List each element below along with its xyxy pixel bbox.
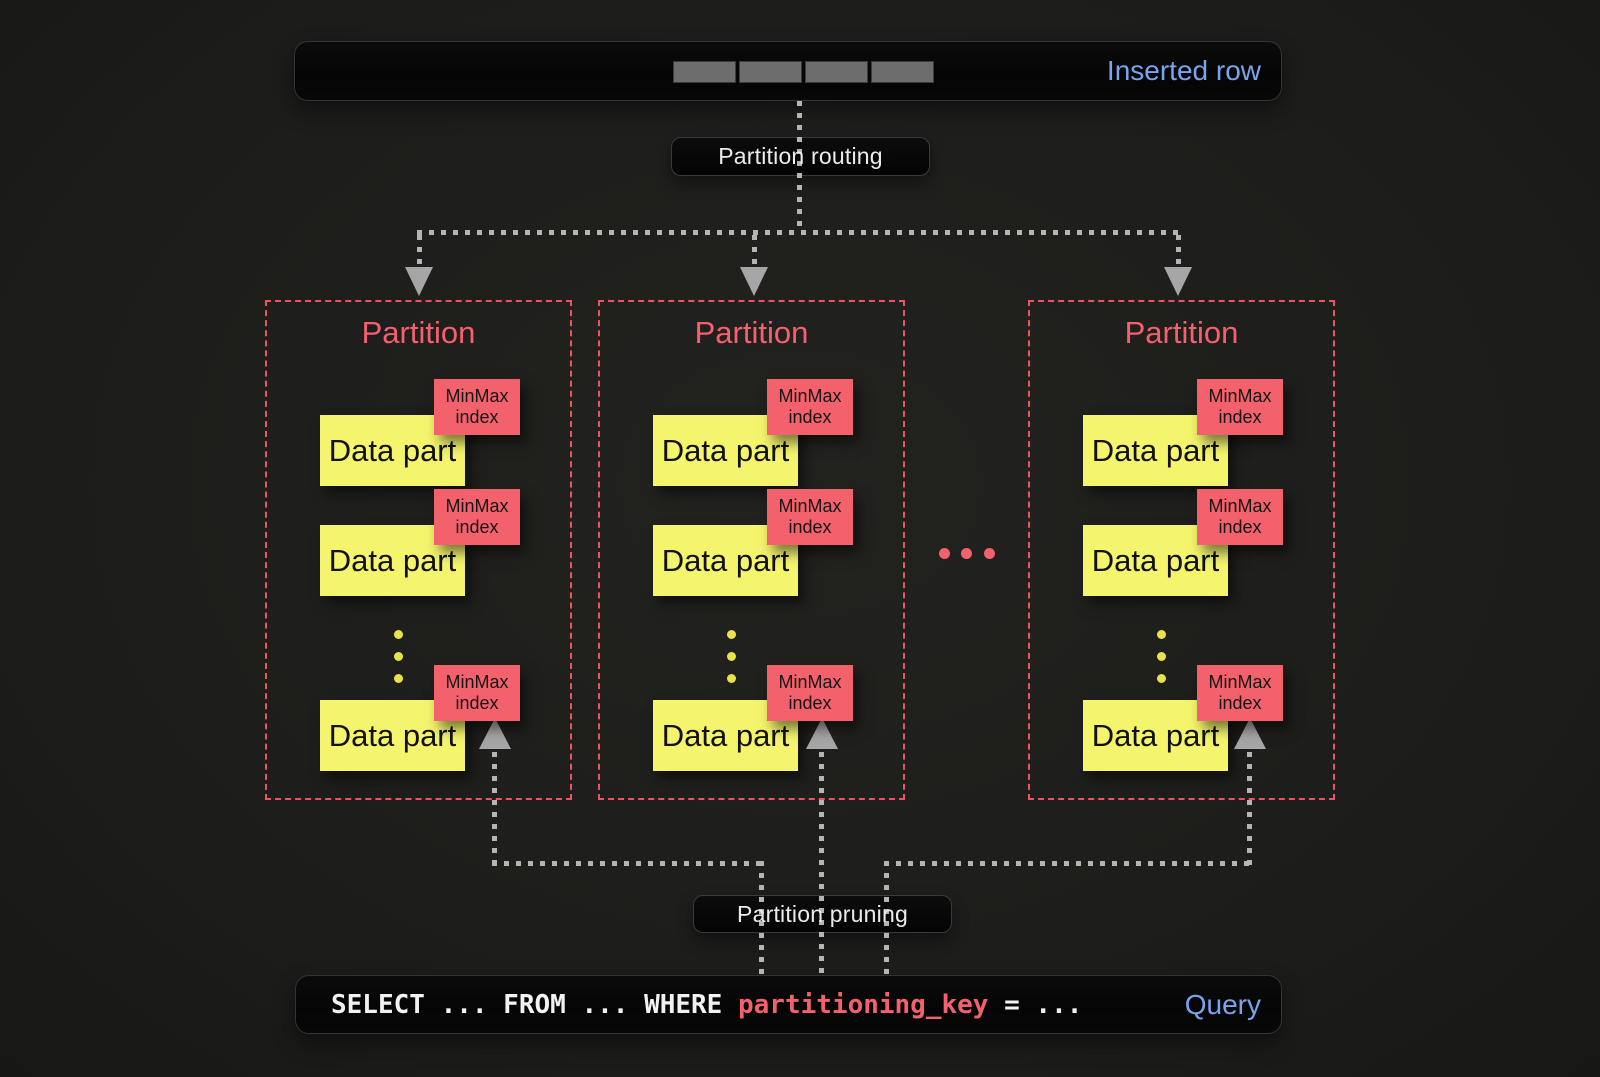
- partition-box: Partition MinMax index Data part MinMax …: [265, 300, 572, 800]
- arrow-down-icon: [1164, 267, 1192, 296]
- branch-line-left: [417, 235, 422, 269]
- partition-title: Partition: [1124, 315, 1239, 350]
- pruning-line-left: [492, 861, 767, 866]
- sql-partitioning-key: partitioning_key: [738, 989, 989, 1020]
- minmax-index-tag: MinMax index: [767, 489, 853, 545]
- horizontal-ellipsis-dots: [961, 548, 972, 559]
- vertical-ellipsis-dots: [727, 630, 736, 639]
- minmax-index-tag: MinMax index: [1197, 489, 1283, 545]
- inserted-row-segments-icon: [673, 61, 934, 83]
- data-part-box: Data part: [320, 415, 465, 486]
- inserted-row-label: Inserted row: [1106, 55, 1261, 86]
- vertical-ellipsis-dots: [727, 674, 736, 683]
- minmax-index-tag: MinMax index: [434, 665, 520, 721]
- partition-box: Partition MinMax index Data part MinMax …: [598, 300, 905, 800]
- horizontal-ellipsis-dots: [939, 548, 950, 559]
- minmax-index-tag: MinMax index: [1197, 665, 1283, 721]
- partition-pruning-label: Partition pruning: [737, 900, 908, 927]
- partition-title: Partition: [361, 315, 476, 350]
- arrow-down-icon: [740, 267, 768, 296]
- partition-title: Partition: [694, 315, 809, 350]
- minmax-index-tag: MinMax index: [767, 665, 853, 721]
- vertical-ellipsis-dots: [1157, 674, 1166, 683]
- pruning-line-right: [884, 861, 1252, 866]
- row-segment: [871, 61, 934, 83]
- branch-line-right: [1176, 235, 1181, 269]
- vertical-ellipsis-dots: [394, 630, 403, 639]
- vertical-ellipsis-dots: [1157, 652, 1166, 661]
- arrow-up-icon: [806, 718, 838, 749]
- vertical-ellipsis-dots: [394, 674, 403, 683]
- branch-line-middle: [752, 235, 757, 269]
- sql-prefix: SELECT ... FROM ... WHERE: [331, 989, 738, 1020]
- arrow-up-icon: [1234, 718, 1266, 749]
- row-segment: [805, 61, 868, 83]
- sql-statement: SELECT ... FROM ... WHERE partitioning_k…: [331, 976, 1082, 1033]
- vertical-ellipsis-dots: [394, 652, 403, 661]
- pruning-line-left: [759, 861, 764, 975]
- row-segment: [673, 61, 736, 83]
- partition-routing-label: Partition routing: [718, 143, 883, 169]
- pruning-line-middle: [819, 752, 824, 975]
- query-label: Query: [1184, 988, 1261, 1020]
- query-box: SELECT ... FROM ... WHERE partitioning_k…: [295, 975, 1282, 1034]
- minmax-index-tag: MinMax index: [434, 379, 520, 435]
- vertical-ellipsis-dots: [727, 652, 736, 661]
- pruning-line-left: [492, 752, 497, 866]
- minmax-index-tag: MinMax index: [1197, 379, 1283, 435]
- arrow-down-icon: [405, 267, 433, 296]
- row-segment: [739, 61, 802, 83]
- horizontal-ellipsis-dots: [984, 548, 995, 559]
- partition-box: Partition MinMax index Data part MinMax …: [1028, 300, 1335, 800]
- minmax-index-tag: MinMax index: [767, 379, 853, 435]
- data-part-box: Data part: [1083, 525, 1228, 596]
- pruning-line-right: [884, 861, 889, 975]
- minmax-index-tag: MinMax index: [434, 489, 520, 545]
- inserted-row-box: Inserted row: [294, 41, 1282, 101]
- vertical-ellipsis-dots: [1157, 630, 1166, 639]
- sql-suffix: = ...: [988, 989, 1083, 1020]
- pruning-line-right: [1247, 752, 1252, 866]
- routing-feed-line: [797, 101, 802, 232]
- arrow-up-icon: [479, 718, 511, 749]
- routing-branch-line: [417, 230, 1181, 235]
